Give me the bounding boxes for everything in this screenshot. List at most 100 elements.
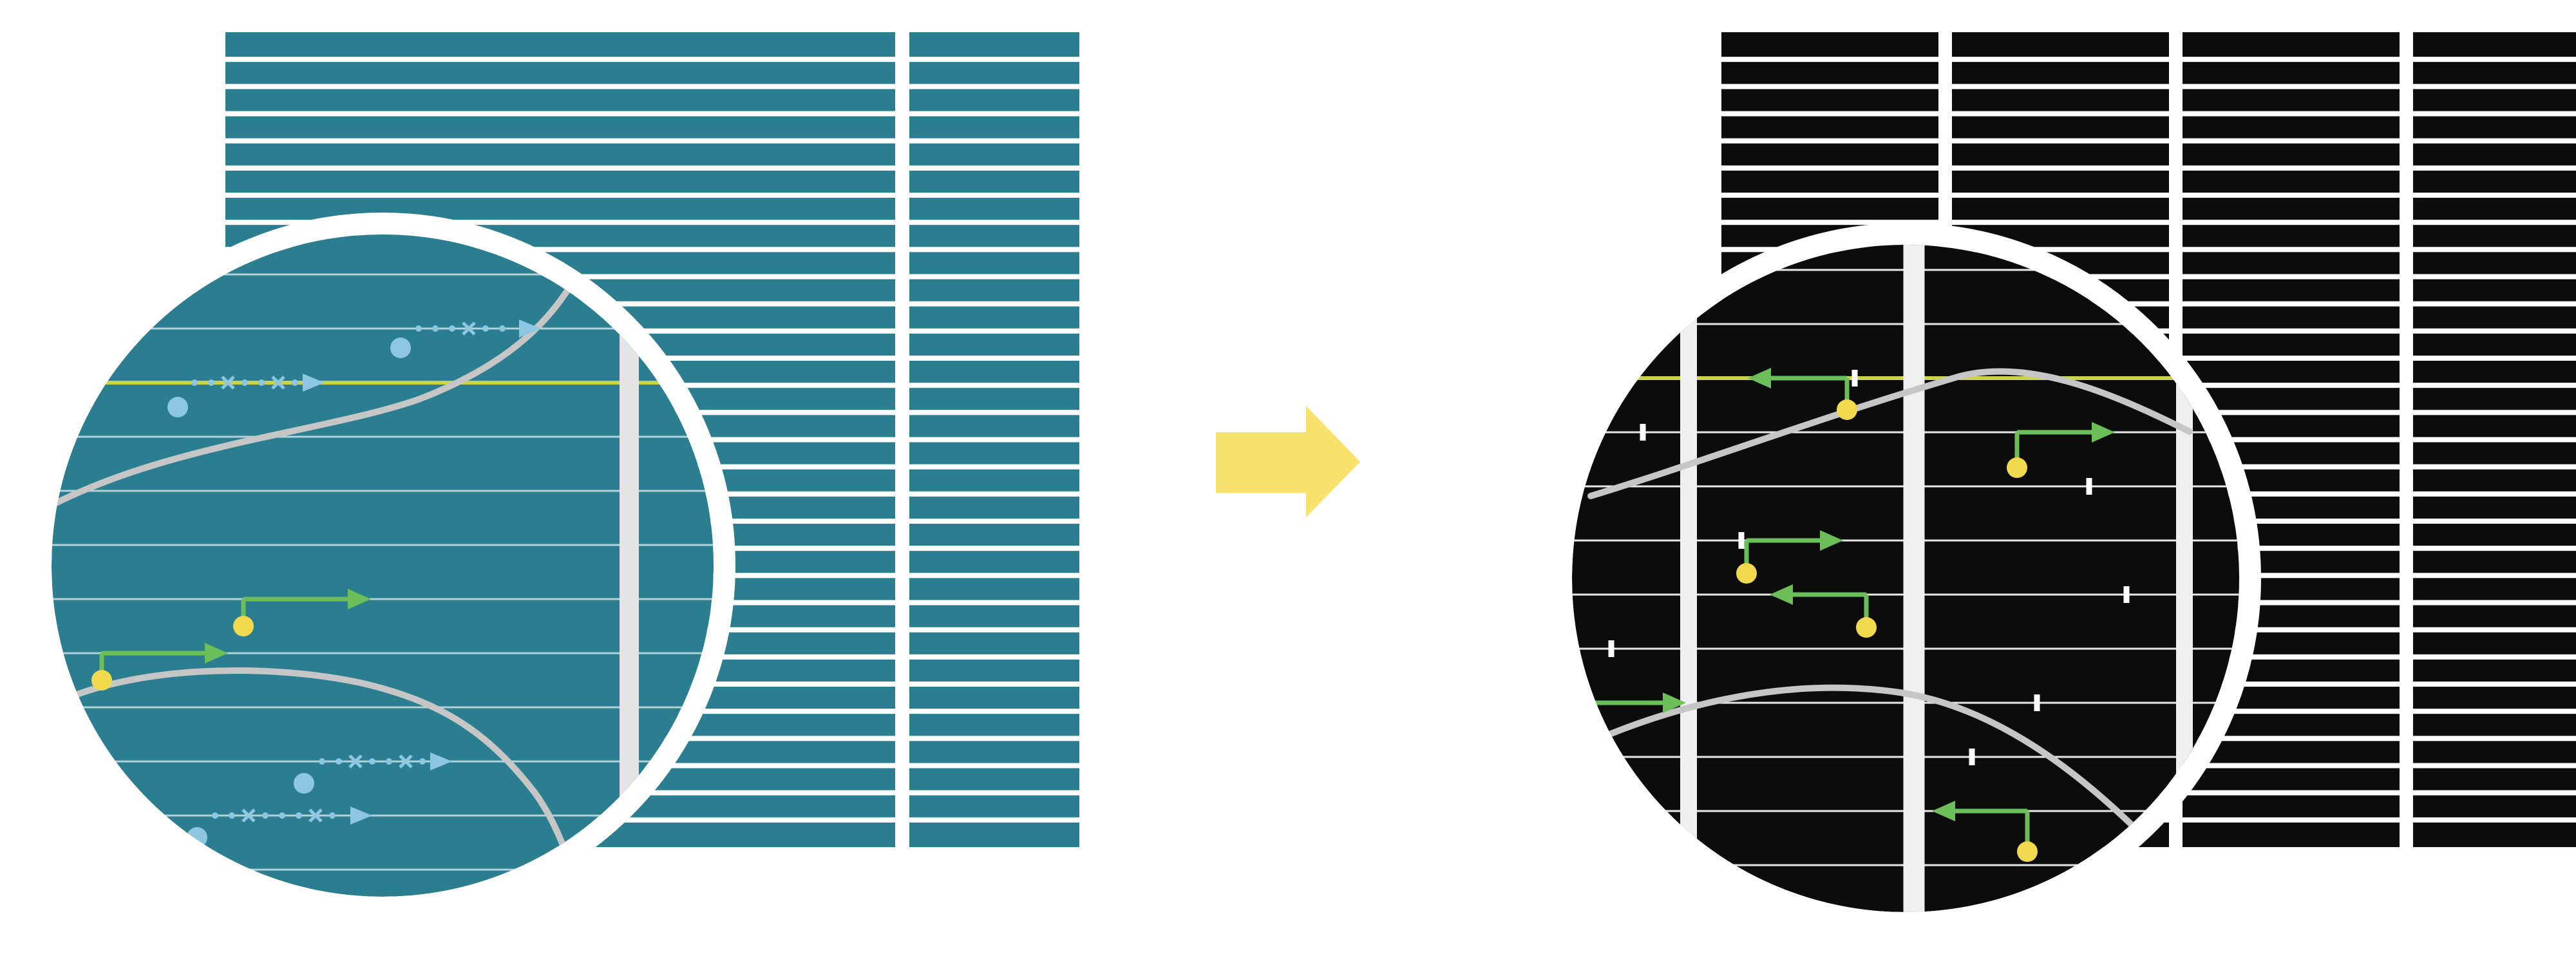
highlight-finger-line [52,381,714,385]
electron-trail-dot [499,325,506,332]
hole-arrowhead [1820,530,1843,551]
finger-line [2413,437,2576,443]
electron-trail-dot [369,758,375,765]
electron-arrowhead [430,752,452,770]
electron-trail-dot [419,758,426,765]
finger-line [2413,763,2576,769]
hole-arrowhead [1663,692,1686,713]
finger-line [2413,817,2576,823]
magnifier-ring [30,213,735,919]
finger-line [909,165,1079,171]
finger-line [2183,464,2400,470]
finger-line [2413,165,2576,171]
scribe-tick [2034,694,2040,711]
scribe-tick [1608,640,1615,657]
finger-line [1721,220,1938,225]
finger-line [2183,519,2400,524]
finger-line [2413,736,2576,741]
finger-line [1952,138,2169,144]
grain-boundary-line [52,667,586,897]
finger-line [2413,274,2576,280]
electron-trail-dot [208,379,214,386]
hole-arrowhead [205,643,228,664]
finger-line [2413,138,2576,144]
magnifier-ring [1550,223,2261,934]
finger-line [52,814,714,817]
electron-trail-dot [336,758,342,765]
finger-line [909,193,1079,198]
finger-line [1721,138,1938,144]
scribe-tick [1852,370,1858,387]
scribe-tick [1738,532,1745,549]
electron-arrowhead [519,320,541,338]
finger-line [909,410,1079,415]
busbar [1903,245,1925,912]
finger-line [2413,464,2576,470]
finger-line [1952,57,2169,62]
finger-line [1952,247,2169,253]
electron-trail-dot [229,812,235,819]
hole-dot [1856,617,1877,638]
finger-line [909,790,1079,796]
finger-line [52,435,714,438]
finger-line [2413,220,2576,225]
finger-line [1721,57,1938,62]
electron-trail-dot [279,812,285,819]
finger-line [2413,709,2576,714]
electron-dot [390,338,411,358]
finger-line [909,736,1079,741]
finger-line [2183,328,2400,334]
hole-dot [1736,563,1757,584]
finger-line [2183,736,2400,741]
finger-line [52,273,714,276]
finger-line [52,760,714,763]
scribe-tick [1969,749,1975,765]
finger-line [909,763,1079,769]
finger-line [1952,111,2169,117]
hole-dot [2017,841,2038,862]
finger-line [225,57,895,62]
hole-arrowhead [1932,801,1955,821]
finger-line [2183,573,2400,578]
finger-line [225,84,895,90]
hole-arrowhead [348,589,371,609]
recombination-cross [242,808,256,823]
hole-arrowhead [2092,422,2115,443]
electron-trail-dot [191,379,198,386]
hole-dot [1837,399,1857,420]
electron-trail-dot [292,379,298,386]
electron-trail-dot [296,812,302,819]
finger-line [2413,573,2576,578]
finger-line [52,598,714,600]
finger-line [909,546,1079,551]
finger-line [2183,165,2400,171]
finger-line [909,519,1079,524]
left-magnifier-inset [30,213,735,919]
finger-line [909,600,1079,606]
finger-line [52,327,714,330]
finger-line [2183,437,2400,443]
finger-line [2413,328,2576,334]
finger-line [2183,301,2400,307]
electron-dot [167,397,188,417]
finger-line [2413,383,2576,388]
hole-dot [2007,457,2027,478]
finger-line [225,247,895,253]
electron-trail-dot [242,379,248,386]
electron-dot [294,773,314,794]
finger-line [1952,220,2169,225]
finger-line [2413,654,2576,660]
finger-line [909,437,1079,443]
finger-line [2183,654,2400,660]
finger-line [2183,790,2400,796]
electron-trail-dot [319,758,325,765]
finger-line [909,464,1079,470]
finger-line [2183,193,2400,198]
right-magnifier-inset [1550,223,2261,934]
finger-line [1721,193,1938,198]
recombination-cross [462,321,476,336]
finger-line [52,544,714,546]
finger-line [2413,247,2576,253]
finger-line [2183,57,2400,62]
finger-line [2183,356,2400,361]
